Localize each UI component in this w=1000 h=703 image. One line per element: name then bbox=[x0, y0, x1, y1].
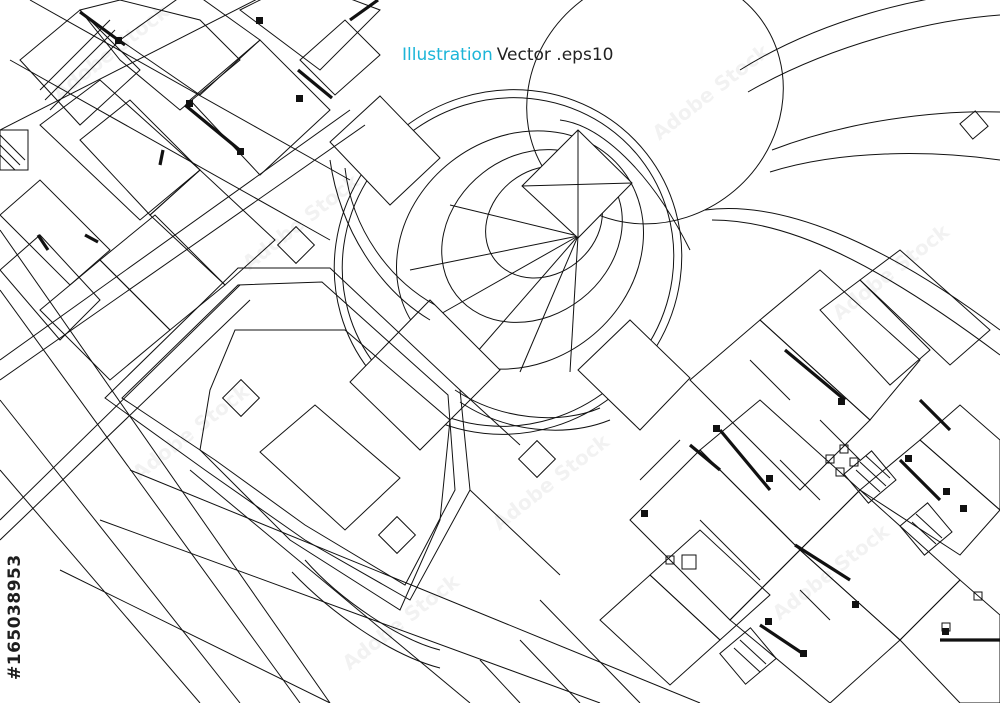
top-left-buildings bbox=[0, 0, 381, 381]
top-oval-plaza bbox=[526, 0, 1000, 356]
diagonal-corridors bbox=[0, 0, 701, 703]
stock-id-label: #165038953 bbox=[5, 554, 25, 680]
right-buildings bbox=[479, 249, 1000, 703]
wall-junction-nodes bbox=[115, 17, 967, 657]
caption-highlight: Illustration bbox=[402, 45, 493, 65]
structural-walls bbox=[36, 0, 1000, 657]
plaza-terrace bbox=[104, 225, 561, 669]
caption-rest: Vector .eps10 bbox=[496, 45, 614, 65]
